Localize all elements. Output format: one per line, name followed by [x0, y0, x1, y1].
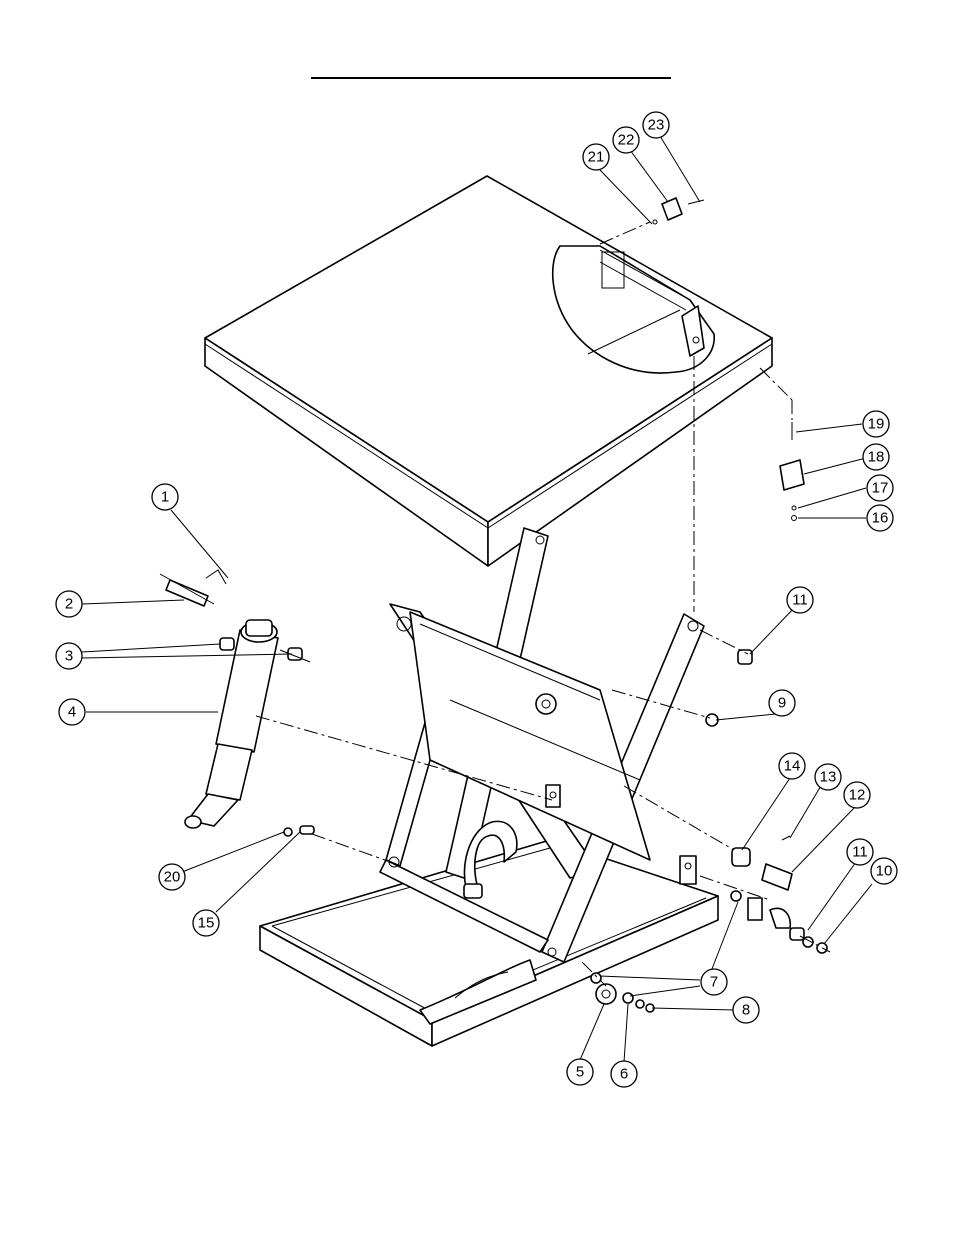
balloon-15: 15 [192, 909, 220, 937]
svg-text:6: 6 [620, 1066, 628, 1083]
svg-text:22: 22 [618, 132, 635, 149]
svg-text:4: 4 [68, 704, 76, 721]
svg-text:1: 1 [161, 489, 169, 506]
balloon-19: 19 [862, 410, 890, 438]
center-lines [255, 221, 831, 987]
svg-text:16: 16 [872, 510, 889, 527]
svg-text:3: 3 [65, 648, 73, 665]
svg-text:21: 21 [588, 149, 605, 166]
svg-text:14: 14 [784, 758, 801, 775]
svg-text:11: 11 [792, 592, 808, 609]
balloon-13: 13 [814, 763, 842, 791]
balloon-11-upper: 11 [786, 586, 814, 614]
balloon-2: 2 [55, 590, 83, 618]
svg-text:12: 12 [849, 787, 866, 804]
svg-text:7: 7 [710, 974, 718, 991]
hydraulic-cylinder [159, 569, 311, 829]
svg-text:17: 17 [872, 480, 889, 497]
svg-text:5: 5 [576, 1064, 584, 1081]
svg-text:10: 10 [876, 863, 893, 880]
balloon-5: 5 [566, 1058, 594, 1086]
balloon-3: 3 [55, 642, 83, 670]
balloon-14: 14 [778, 752, 806, 780]
leader-lines [81, 135, 873, 1063]
svg-text:11: 11 [852, 844, 868, 861]
svg-text:13: 13 [820, 769, 837, 786]
balloon-8: 8 [732, 996, 760, 1024]
balloon-16: 16 [866, 504, 894, 532]
svg-text:23: 23 [648, 117, 665, 134]
balloon-6: 6 [610, 1060, 638, 1088]
svg-text:20: 20 [164, 869, 181, 886]
balloon-20: 20 [158, 863, 186, 891]
balloon-22: 22 [612, 126, 640, 154]
balloon-7: 7 [700, 968, 728, 996]
balloon-11-lower: 11 [846, 838, 874, 866]
balloon-21: 21 [582, 143, 610, 171]
balloon-4: 4 [58, 698, 86, 726]
svg-text:18: 18 [868, 449, 885, 466]
base-frame [259, 839, 719, 1047]
balloon-23: 23 [642, 111, 670, 139]
balloon-18: 18 [862, 443, 890, 471]
svg-text:19: 19 [868, 416, 885, 433]
svg-text:8: 8 [742, 1002, 750, 1019]
balloon-12: 12 [843, 781, 871, 809]
balloon-1: 1 [151, 483, 179, 511]
balloon-17: 17 [866, 474, 894, 502]
svg-text:9: 9 [778, 695, 786, 712]
scissor-arms [379, 527, 705, 963]
part-balloons: 1 2 3 4 5 6 7 8 9 10 11 11 12 13 14 15 1… [55, 111, 898, 1088]
balloon-10: 10 [870, 857, 898, 885]
balloon-9: 9 [768, 689, 796, 717]
hardware-parts [283, 197, 828, 1013]
svg-text:2: 2 [65, 596, 73, 613]
svg-text:15: 15 [198, 915, 215, 932]
table-top-platform [204, 175, 773, 567]
